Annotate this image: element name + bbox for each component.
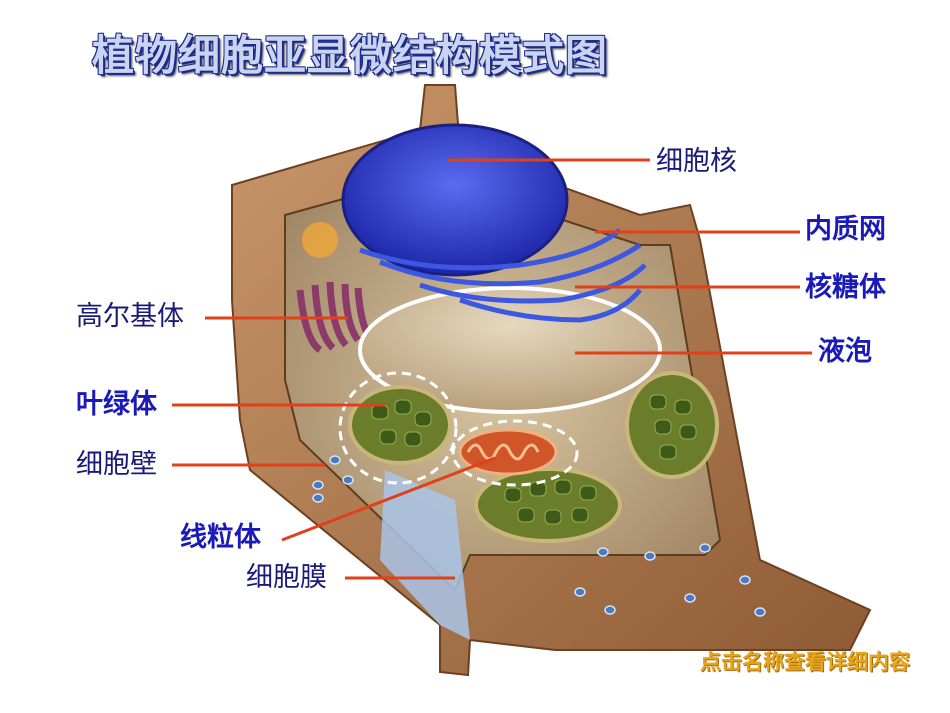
label-mitochondria[interactable]: 线粒体 [180, 523, 261, 553]
label-er[interactable]: 内质网 [805, 215, 886, 245]
label-cell-wall[interactable]: 细胞壁 [76, 450, 157, 480]
label-cell-membrane[interactable]: 细胞膜 [246, 563, 327, 593]
glow-body [302, 222, 338, 258]
hint-text[interactable]: 点击名称查看详细内容 [700, 646, 910, 676]
nucleus-shape [343, 125, 567, 275]
page-title: 植物细胞亚显微结构模式图 [92, 22, 608, 83]
label-chloroplast[interactable]: 叶绿体 [76, 390, 157, 420]
label-nucleus[interactable]: 细胞核 [656, 147, 737, 177]
label-ribosome[interactable]: 核糖体 [805, 273, 886, 303]
label-vacuole[interactable]: 液泡 [818, 337, 872, 367]
label-golgi[interactable]: 高尔基体 [76, 302, 184, 332]
